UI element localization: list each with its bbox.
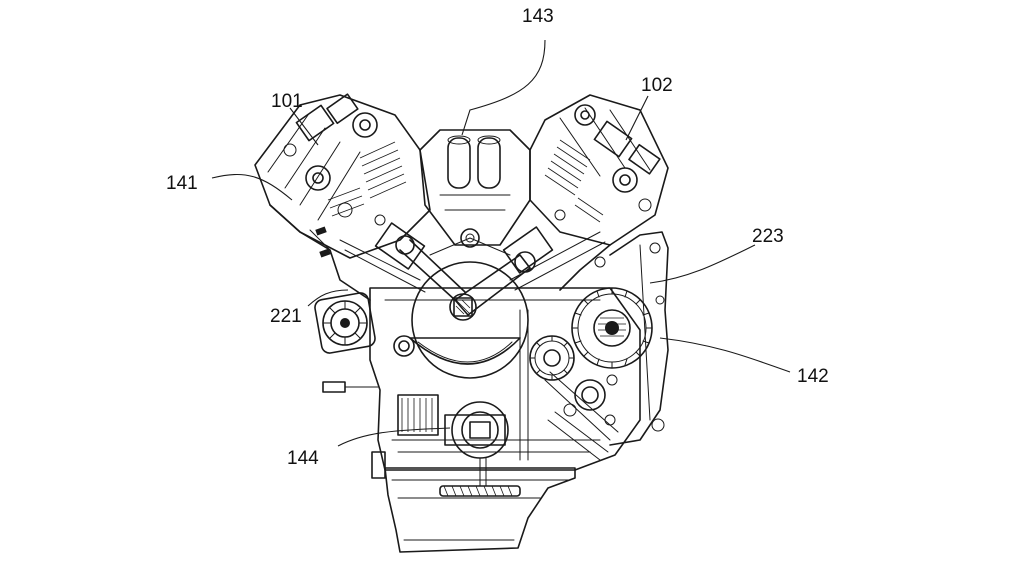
leader-142 bbox=[659, 337, 791, 373]
leader-102 bbox=[625, 95, 649, 141]
callout-102: 102 bbox=[641, 75, 673, 96]
intake-valley bbox=[419, 129, 531, 256]
oil-pump bbox=[451, 401, 509, 487]
leader-221 bbox=[307, 289, 349, 307]
callout-labels: 143 101 102 141 223 221 142 144 bbox=[166, 6, 829, 469]
timing-gear-small bbox=[529, 335, 575, 381]
callout-144: 144 bbox=[287, 448, 319, 469]
crankcase bbox=[322, 287, 641, 471]
timing-gear-large bbox=[571, 287, 653, 369]
callout-221: 221 bbox=[270, 306, 302, 327]
crank-counterweight bbox=[409, 261, 529, 379]
callout-142: 142 bbox=[797, 366, 829, 387]
leader-101 bbox=[289, 107, 319, 146]
callout-223: 223 bbox=[752, 226, 784, 247]
cylinder-head-right bbox=[509, 94, 669, 291]
leader-223 bbox=[649, 244, 756, 284]
oil-pan bbox=[371, 451, 576, 553]
connecting-rods bbox=[374, 222, 554, 321]
tensioner-pulley bbox=[314, 292, 376, 354]
leader-143 bbox=[461, 39, 546, 136]
leader-lines bbox=[211, 39, 791, 447]
timing-cover bbox=[594, 231, 669, 446]
callout-143: 143 bbox=[522, 6, 554, 27]
leader-144 bbox=[337, 427, 451, 447]
callout-141: 141 bbox=[166, 173, 198, 194]
cylinder-head-left bbox=[254, 93, 431, 301]
callout-101: 101 bbox=[271, 91, 303, 112]
leader-141 bbox=[211, 173, 293, 201]
